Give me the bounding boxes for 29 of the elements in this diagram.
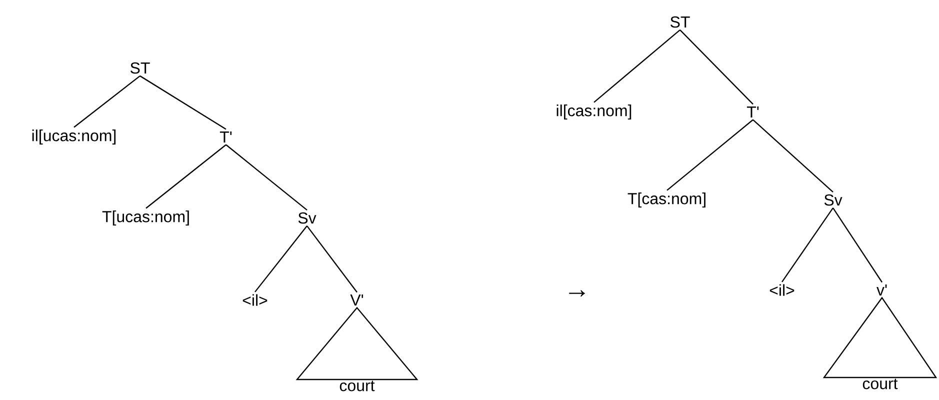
tree-label: Sv: [298, 212, 316, 224]
tree-branch: [74, 75, 140, 128]
tree-branch: [832, 208, 883, 283]
tree-label: T': [746, 106, 759, 118]
tree-branch: [254, 226, 308, 292]
tree-branch: [752, 119, 834, 193]
tree-label: ST: [130, 62, 150, 74]
tree-label: T[cas:nom]: [628, 192, 706, 208]
tree-label: il[ucas:nom]: [32, 130, 116, 144]
tree-label: T[ucas:nom]: [102, 210, 189, 226]
tree-label: T': [220, 132, 232, 142]
tree-label: <il>: [242, 294, 268, 306]
tree-label: court: [340, 380, 375, 392]
tree-branch: [782, 208, 834, 282]
tree-branch: [594, 29, 680, 103]
tree-label: V': [350, 294, 364, 306]
tree-branch: [140, 75, 226, 130]
tree-label: il[cas:nom]: [556, 104, 632, 120]
tree-label: ST: [670, 16, 690, 28]
tree-branch: [146, 144, 226, 209]
tree-label: court: [862, 378, 898, 390]
tree-branch: [226, 144, 308, 211]
tree-label: v': [876, 284, 887, 296]
tree-label: Sv: [824, 194, 842, 206]
tree-label: <il>: [770, 284, 794, 296]
tree-branch: [306, 226, 358, 293]
transformation-arrow: →: [569, 290, 585, 296]
tree-branch: [680, 30, 754, 105]
tree-branch: [666, 119, 754, 191]
